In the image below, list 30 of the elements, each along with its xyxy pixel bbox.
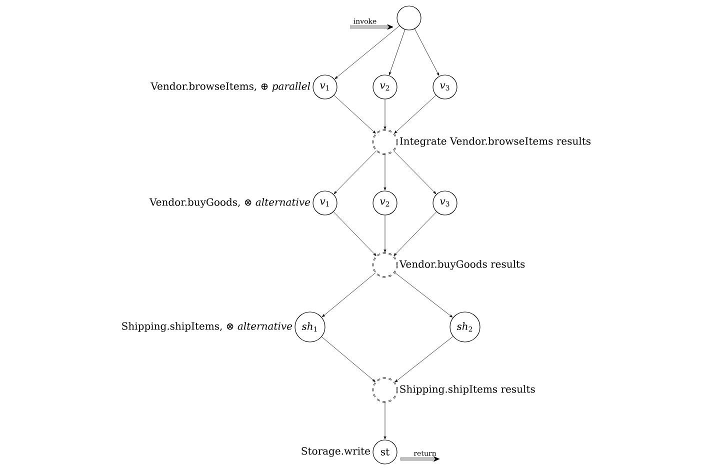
arrow — [414, 28, 440, 76]
merge-circle — [372, 252, 398, 278]
arrow — [384, 215, 386, 252]
arrow — [388, 29, 406, 76]
arrow — [384, 99, 386, 130]
start-circle — [396, 6, 422, 30]
arrow — [394, 95, 436, 134]
node-caption: Shipping.shipItems results — [400, 385, 535, 395]
arrow — [334, 150, 377, 194]
arrow — [384, 402, 386, 440]
arrow — [384, 154, 386, 190]
merge-circle — [372, 129, 398, 155]
arrow — [334, 95, 376, 134]
arrow — [322, 272, 376, 318]
node-caption: Storage.write — [302, 447, 370, 457]
arrow — [322, 336, 376, 382]
node-caption: Shipping.shipItems, ⊗ alternative — [122, 322, 292, 332]
arrow — [334, 26, 400, 80]
arrow — [394, 212, 437, 256]
input-arrow — [350, 24, 394, 30]
arrow — [394, 272, 453, 318]
node-caption: Vendor.buyGoods results — [399, 260, 525, 270]
node-caption: Vendor.buyGoods, ⊗ alternative — [149, 198, 310, 208]
output-arrow — [400, 456, 440, 462]
merge-circle — [372, 377, 398, 403]
node-caption: Integrate Vendor.browseItems results — [400, 137, 591, 147]
arrow — [394, 336, 454, 382]
arrow — [333, 212, 376, 256]
node-caption: Vendor.browseItems, ⊕ parallel — [150, 82, 310, 92]
arrow — [393, 150, 436, 194]
